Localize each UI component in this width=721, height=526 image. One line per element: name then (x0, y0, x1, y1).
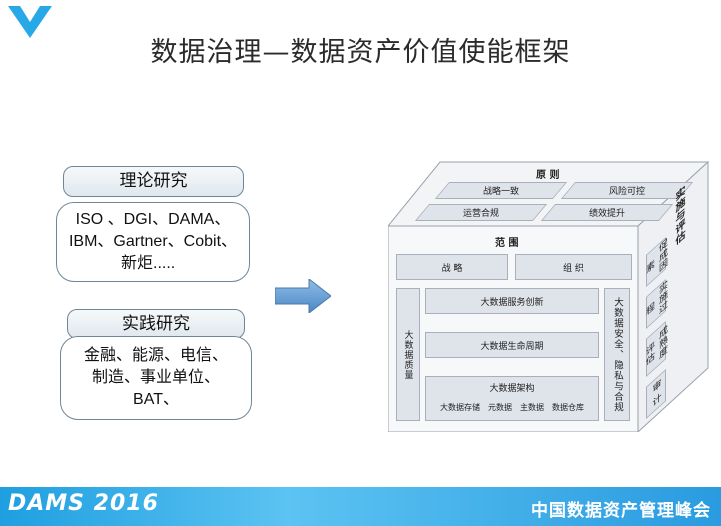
practice-heading: 实践研究 (67, 309, 245, 339)
scope-label: 范 围 (495, 238, 519, 249)
organization-box: 组 织 (515, 254, 632, 280)
quality-box: 大数据质量 (396, 288, 420, 421)
strategy-consistent-box: 战略一致 (434, 182, 568, 199)
top-band (0, 0, 721, 50)
theory-box: ISO 、DGI、DAMA、 IBM、Gartner、Cobit、 新炬....… (56, 202, 250, 282)
principles-label: 原 则 (536, 170, 560, 181)
performance-text: 绩效提升 (588, 209, 625, 219)
strategy-box: 战 略 (396, 254, 508, 280)
theory-line-3: 新炬..... (121, 255, 176, 272)
arch-item-metadata: 元数据 (488, 403, 512, 412)
architecture-title: 大数据架构 (489, 384, 535, 394)
architecture-box: 大数据架构 大数据存储 元数据 主数据 数据仓库 (425, 376, 599, 421)
compliance-text: 运营合规 (462, 209, 499, 219)
arch-item-storage: 大数据存储 (440, 403, 480, 412)
theory-heading-text: 理论研究 (119, 171, 188, 190)
arch-item-masterdata: 主数据 (520, 403, 544, 412)
risk-control-text: 风险可控 (608, 187, 645, 197)
footer-org: 中国数据资产管理峰会 (531, 501, 711, 521)
logo-icon (8, 6, 52, 38)
right-arrow-icon (275, 279, 331, 313)
theory-line-2: IBM、Gartner、Cobit、 (68, 233, 238, 250)
practice-line-2: 制造、事业单位、 (91, 369, 220, 386)
compliance-box: 运营合规 (414, 204, 548, 221)
strategy-consistent-text: 战略一致 (482, 187, 519, 197)
practice-line-3: BAT、 (133, 391, 179, 408)
practice-heading-text: 实践研究 (122, 314, 190, 333)
practice-line-1: 金融、能源、电信、 (83, 347, 228, 364)
lifecycle-box: 大数据生命周期 (425, 332, 599, 358)
arch-item-warehouse: 数据仓库 (552, 403, 584, 412)
security-box: 大数据安全、隐私与合规 (604, 288, 630, 421)
theory-line-1: ISO 、DGI、DAMA、 (75, 211, 231, 228)
slide-title: 数据治理—数据资产价值使能框架 (150, 37, 571, 68)
practice-box: 金融、能源、电信、 制造、事业单位、 BAT、 (60, 336, 252, 420)
framework-cube: 原 则 战略一致 风险可控 运营合规 绩效提升 范 围 战 略 组 织 大数据质… (388, 160, 710, 432)
footer-brand: DAMS 2016 (8, 491, 159, 516)
performance-box: 绩效提升 (540, 204, 674, 221)
service-innovation-box: 大数据服务创新 (425, 288, 599, 314)
theory-heading: 理论研究 (63, 166, 244, 197)
architecture-items: 大数据存储 元数据 主数据 数据仓库 (440, 402, 584, 413)
footer-bar: DAMS 2016 中国数据资产管理峰会 (0, 487, 721, 526)
